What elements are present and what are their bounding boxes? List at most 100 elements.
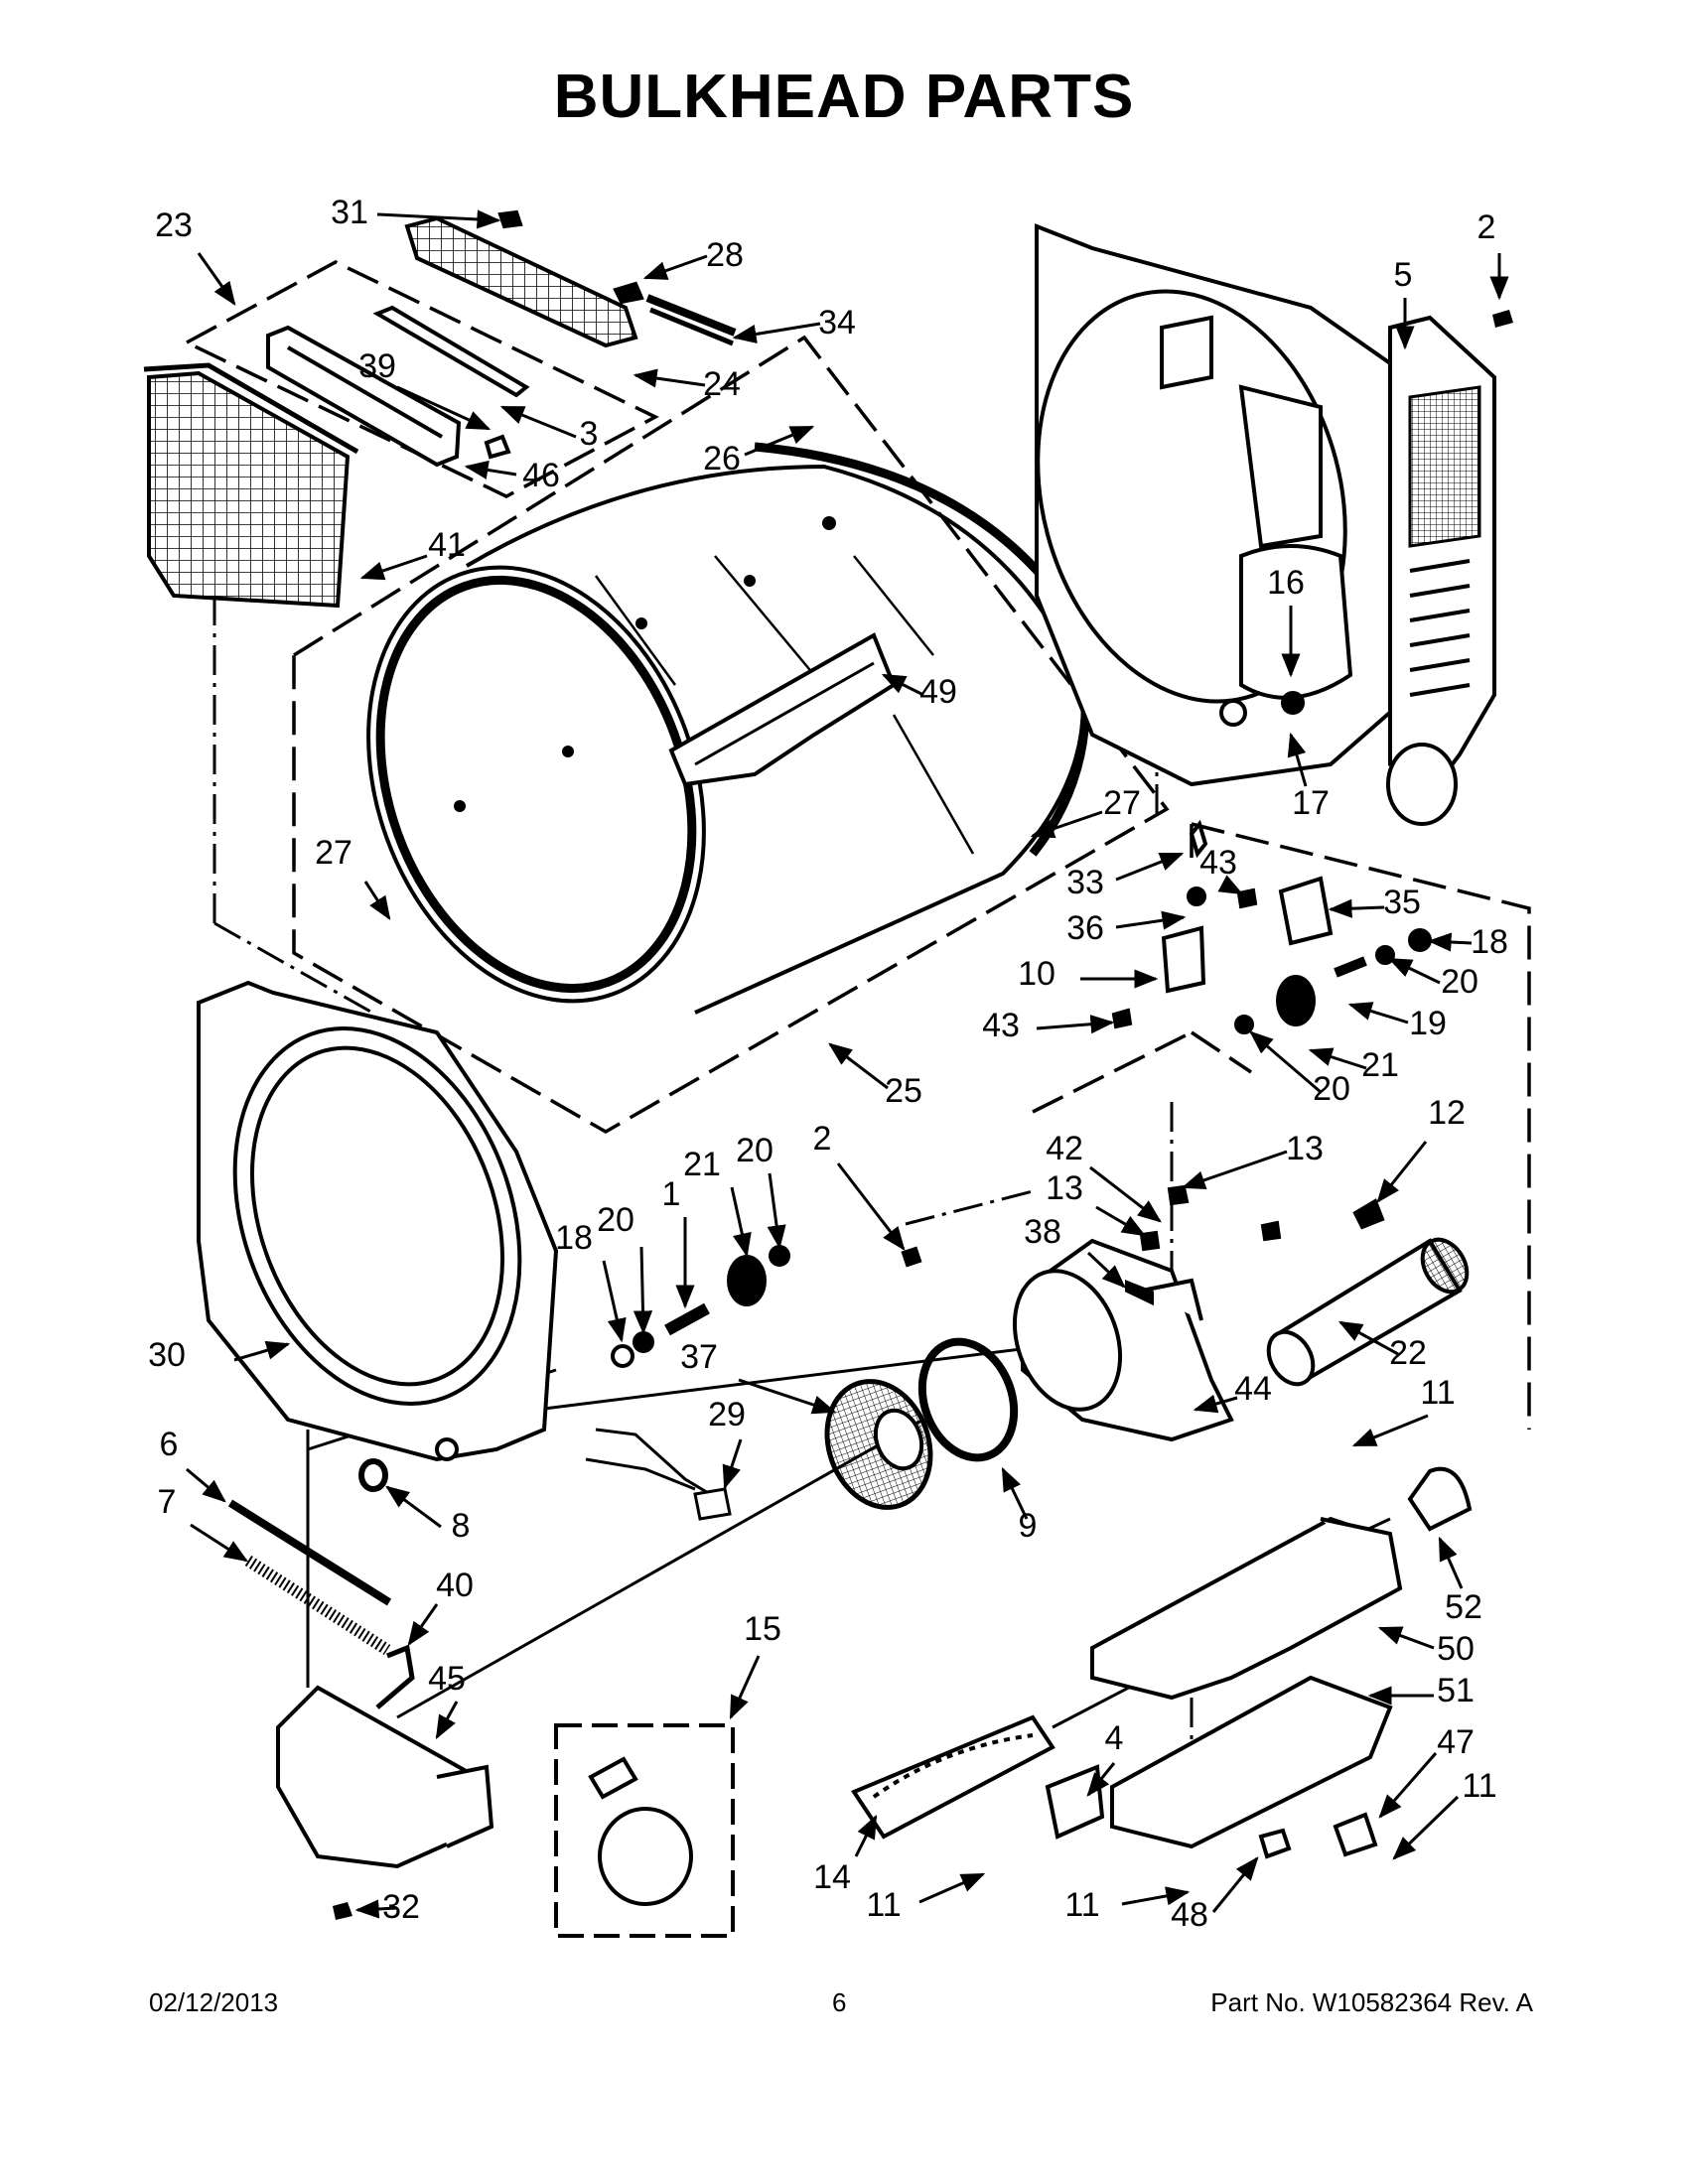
heater-boundary — [1032, 1030, 1252, 1114]
callout-34: 34 — [818, 304, 856, 341]
callout-arrow-6 — [186, 1467, 226, 1503]
callout-19: 19 — [1409, 1005, 1447, 1042]
footer-date: 02/12/2013 — [149, 1987, 279, 2017]
callout-3: 3 — [580, 415, 599, 453]
callout-14: 14 — [813, 1858, 851, 1896]
callout-33: 33 — [1066, 864, 1104, 901]
callout-arrow-12 — [1376, 1141, 1428, 1203]
callout-arrow-9 — [1001, 1466, 1029, 1520]
callout-arrow-41 — [359, 554, 428, 581]
screw-and-seal-parts — [497, 209, 737, 346]
thermostat-cluster — [1111, 819, 1432, 1034]
callout-20: 20 — [736, 1132, 774, 1169]
callout-12: 12 — [1428, 1094, 1466, 1132]
callout-arrow-21 — [730, 1186, 752, 1258]
harness-29 — [585, 1428, 732, 1521]
callout-arrow-20 — [767, 1172, 786, 1250]
callout-arrow-3 — [499, 405, 577, 439]
callout-23: 23 — [155, 206, 193, 244]
filter-housing-boundary — [183, 260, 659, 498]
felt-strips-6-7 — [227, 1499, 392, 1656]
callout-10: 10 — [1018, 955, 1055, 993]
callout-arrow-44 — [1193, 1394, 1238, 1414]
callout-arrow-36 — [1115, 910, 1187, 930]
callout-arrow-11 — [1392, 1795, 1460, 1860]
callout-arrow-42 — [1089, 1165, 1162, 1223]
callout-2: 2 — [1477, 208, 1496, 246]
filter-grille-24 — [404, 215, 638, 348]
callout-9: 9 — [1019, 1507, 1038, 1545]
drum-25 — [366, 442, 1090, 1015]
callout-arrow-20 — [633, 1246, 653, 1335]
callout-29: 29 — [708, 1396, 746, 1433]
assembly-boundaries — [183, 260, 1531, 1430]
callout-6: 6 — [160, 1426, 179, 1463]
callout-11: 11 — [1420, 1374, 1455, 1412]
callout-arrow-32 — [354, 1899, 398, 1919]
callout-30: 30 — [148, 1336, 186, 1374]
callout-arrow-11 — [1121, 1886, 1191, 1906]
callout-31: 31 — [331, 194, 368, 231]
blower-housing-44 — [1012, 1238, 1234, 1442]
callout-16: 16 — [1267, 564, 1305, 602]
front-bulkhead-30 — [197, 980, 559, 1462]
callout-51: 51 — [1437, 1672, 1475, 1709]
motor-pulley-group — [611, 1245, 790, 1368]
callout-38: 38 — [1024, 1213, 1061, 1251]
callout-arrow-19 — [1347, 1002, 1409, 1024]
callout-arrow-18 — [1427, 932, 1473, 952]
callout-52: 52 — [1445, 1588, 1482, 1626]
callout-4: 4 — [1105, 1719, 1124, 1757]
callout-21: 21 — [1361, 1046, 1399, 1084]
callout-45: 45 — [428, 1660, 466, 1698]
callout-20: 20 — [597, 1201, 634, 1239]
callout-arrow-49 — [881, 673, 924, 697]
callout-18: 18 — [555, 1219, 593, 1257]
callout-46: 46 — [522, 457, 560, 494]
callout-26: 26 — [703, 440, 741, 478]
callout-arrow-39 — [396, 385, 492, 431]
callout-arrow-25 — [828, 1042, 889, 1090]
callout-43: 43 — [982, 1007, 1020, 1044]
callout-arrow-33 — [1115, 852, 1185, 882]
callout-17: 17 — [1292, 784, 1330, 822]
screw-32 — [333, 1902, 352, 1920]
heating-element-14 — [850, 1714, 1055, 1840]
callout-arrow-50 — [1377, 1626, 1435, 1650]
callout-arrow-35 — [1328, 898, 1385, 918]
callout-49: 49 — [919, 673, 957, 711]
callout-arrow-14 — [854, 1814, 878, 1857]
callout-arrow-4 — [1086, 1762, 1116, 1797]
callout-arrow-31 — [376, 209, 501, 229]
callout-15: 15 — [744, 1610, 781, 1648]
callout-35: 35 — [1383, 884, 1421, 921]
exhaust-tube-22 — [1266, 1237, 1470, 1387]
callout-arrow-20 — [1387, 957, 1441, 985]
callout-arrow-20 — [1249, 1030, 1322, 1094]
callout-24: 24 — [703, 365, 741, 403]
callout-18: 18 — [1471, 923, 1508, 961]
callout-13: 13 — [1286, 1130, 1324, 1167]
callout-48: 48 — [1171, 1896, 1208, 1934]
lint-screen-41 — [143, 362, 359, 609]
callout-arrow-23 — [197, 252, 236, 306]
callout-arrow-13 — [1181, 1150, 1288, 1190]
callout-27: 27 — [315, 834, 352, 872]
callout-20: 20 — [1441, 963, 1478, 1001]
page-title: BULKHEAD PARTS — [553, 63, 1135, 131]
bracket-4 — [1045, 1764, 1105, 1840]
callout-arrow-11 — [918, 1872, 986, 1904]
callout-1: 1 — [662, 1175, 681, 1213]
callout-arrow-28 — [642, 254, 708, 280]
blower-wheel-37 — [824, 1379, 933, 1510]
callout-arrow-18 — [602, 1260, 627, 1343]
callout-50: 50 — [1437, 1630, 1475, 1668]
callout-11: 11 — [1462, 1767, 1496, 1805]
callout-arrow-38 — [1086, 1251, 1126, 1289]
callout-11: 11 — [1064, 1886, 1099, 1924]
seal-ring-9 — [917, 1337, 1019, 1462]
callout-28: 28 — [706, 236, 744, 274]
callout-arrow-45 — [435, 1701, 459, 1740]
